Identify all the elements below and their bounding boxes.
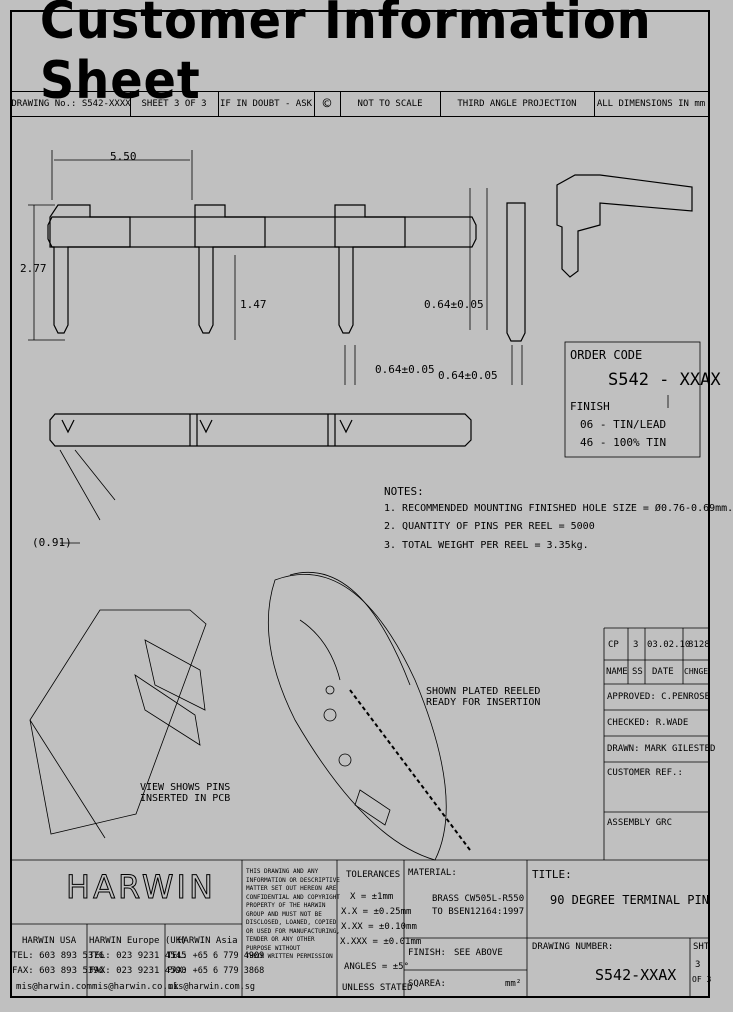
finish-label: FINISH: [570, 400, 610, 413]
note-1: 1. RECOMMENDED MOUNTING FINISHED HOLE SI…: [384, 503, 733, 514]
drawing-number-label: DRAWING NUMBER:: [532, 942, 614, 952]
tolerance-3: X.XX = ±0.10mm: [341, 922, 417, 932]
pin-front-1: [49, 204, 131, 334]
not-to-scale: NOT TO SCALE: [340, 92, 441, 116]
notes-heading: NOTES:: [384, 485, 424, 498]
material: BRASS CW505L-R550 TO BSEN12164:1997: [432, 894, 525, 917]
rev-name-label: NAME: [606, 667, 628, 677]
sqarea-label: SQAREA:: [408, 979, 446, 989]
usa-fax: FAX: 603 893 5396: [12, 966, 105, 976]
customer-ref: CUSTOMER REF.:: [607, 768, 683, 778]
usa-tel: TEL: 603 893 5376: [12, 951, 105, 961]
pin-top-view: [49, 413, 472, 447]
pin-side-view: [506, 202, 526, 342]
sht-total: OF 3: [692, 975, 712, 984]
eu-tel: TEL: 023 9231 4545: [89, 951, 187, 961]
dim-chamfer: (0.91): [32, 536, 72, 549]
drawn: DRAWN: MARK GILESTED: [607, 744, 716, 754]
rev-date-label: DATE: [652, 667, 674, 677]
sqarea-unit: mm²: [505, 979, 522, 989]
angles: ANGLES = ±5°: [344, 962, 410, 972]
title-label: TITLE:: [532, 868, 572, 881]
sht-number: 3: [695, 960, 701, 970]
pin-front-3: [334, 204, 406, 334]
drawing-title: 90 DEGREE TERMINAL PIN: [550, 893, 709, 907]
tolerance-2: X.X = ±0.25mm: [341, 907, 412, 917]
assembly: ASSEMBLY GRC: [607, 818, 673, 828]
rev-number: 3: [633, 640, 639, 650]
dim-height: 2.77: [20, 262, 47, 275]
asia-tel: TEL: +65 6 779 4909: [167, 951, 265, 961]
dim-side-width: 0.64±0.05: [424, 298, 484, 311]
finish-option-2: 46 - 100% TIN: [580, 436, 667, 449]
order-code: S542 - XXAX: [608, 370, 721, 390]
drawing-number: DRAWING No.: S542-XXXX: [11, 92, 131, 116]
pin-3d-view: [556, 174, 693, 278]
dim-end-width: 0.64±0.05: [438, 369, 498, 382]
order-code-heading: ORDER CODE: [570, 348, 643, 362]
note-2: 2. QUANTITY OF PINS PER REEL = 5000: [384, 521, 595, 532]
dim-pin-width: 0.64±0.05: [375, 363, 435, 376]
asia-title: HARWIN Asia: [178, 936, 238, 946]
asia-fax: FAX: +65 6 779 3868: [167, 966, 265, 976]
dim-pitch: 5.50: [110, 150, 137, 163]
tolerance-4: X.XXX = ±0.01mm: [340, 937, 422, 947]
finish-label-footer: FINISH:: [408, 948, 446, 958]
eu-fax: FAX: 023 9231 4590: [89, 966, 187, 976]
approved: APPROVED: C.PENROSE: [607, 692, 710, 702]
header-strip: DRAWING No.: S542-XXXX SHEET 3 OF 3 IF I…: [11, 91, 708, 117]
asia-email: mis@harwin.com.sg: [168, 982, 255, 992]
drawing-frame: [10, 10, 710, 998]
projection: THIRD ANGLE PROJECTION: [440, 92, 595, 116]
rev-cp: CP: [608, 640, 619, 650]
units: ALL DIMENSIONS IN mm: [596, 99, 706, 109]
rev-ss-label: SS: [632, 667, 643, 677]
material-label: MATERIAL:: [408, 868, 457, 878]
finish-option-1: 06 - TIN/LEAD: [580, 418, 667, 431]
rev-change-no: 8128: [688, 640, 710, 650]
note-3: 3. TOTAL WEIGHT PER REEL = 3.35kg.: [384, 540, 589, 551]
if-in-doubt: IF IN DOUBT - ASK: [218, 92, 315, 116]
rev-change-label: CHNGE: [684, 667, 709, 676]
tolerance-1: X = ±1mm: [350, 892, 394, 902]
checked: CHECKED: R.WADE: [607, 718, 689, 728]
tolerances-title: TOLERANCES: [346, 870, 401, 880]
finish-value: SEE ABOVE: [454, 948, 503, 958]
harwin-logo: HARWIN: [66, 868, 216, 907]
rev-date: 03.02.10: [647, 640, 691, 650]
legal-notice: THIS DRAWING AND ANY INFORMATION OR DESC…: [246, 868, 340, 960]
sht-label: SHT: [693, 942, 710, 952]
caption-pcb: VIEW SHOWS PINS INSERTED IN PCB: [140, 782, 231, 804]
eu-email: mis@harwin.co.uk: [92, 982, 179, 992]
unless-stated: UNLESS STATED: [342, 983, 413, 993]
usa-title: HARWIN USA: [22, 936, 77, 946]
drawing-number-footer: S542-XXAX: [595, 966, 677, 984]
pin-front-2: [194, 204, 266, 334]
eu-title: HARWIN Europe (UK): [89, 936, 187, 946]
usa-email: mis@harwin.com: [16, 982, 92, 992]
sheet-number: SHEET 3 OF 3: [130, 92, 219, 116]
dim-leg: 1.47: [240, 298, 267, 311]
copyright-icon: ©: [314, 92, 341, 116]
caption-reel: SHOWN PLATED REELED READY FOR INSERTION: [426, 686, 541, 708]
